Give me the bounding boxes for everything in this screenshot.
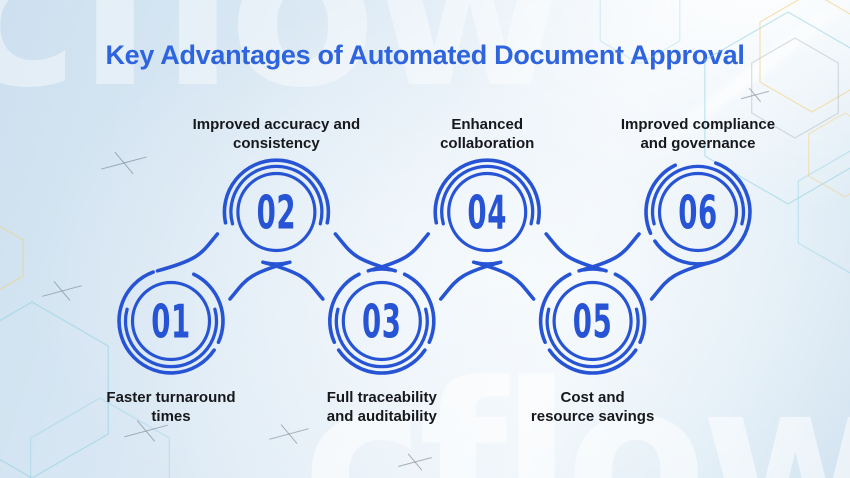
step-label-04: Enhanced collaboration: [367, 115, 607, 153]
sparkle-icon: [280, 424, 298, 444]
echo-ring-arc: [123, 307, 219, 369]
step-node-04: 04: [433, 158, 541, 266]
outer-ring-arc: [538, 272, 572, 344]
hexagon-decoration: [797, 150, 850, 274]
page-title: Key Advantages of Automated Document App…: [105, 40, 745, 70]
sparkle-icon: [114, 151, 134, 175]
hexagon-decoration: [599, 0, 681, 65]
hexagon-decoration: [808, 112, 850, 198]
step-label-line: and auditability: [326, 408, 437, 425]
step-label-06: Improved compliance and governance: [578, 115, 818, 153]
step-label-05: Cost and resource savings: [473, 388, 713, 426]
connector-curve: [649, 260, 714, 301]
step-label-line: Improved accuracy and: [192, 116, 361, 133]
step-label-01: Faster turnaround times: [51, 388, 291, 426]
step-node-01: 01: [117, 270, 225, 375]
connector-curve: [155, 232, 220, 273]
sparkle-icon: [53, 281, 71, 301]
hexagon-decoration: [751, 37, 839, 139]
step-label-line: Cost and: [560, 389, 625, 406]
step-label-line: and governance: [640, 135, 756, 152]
step-label-line: Full traceability: [326, 389, 437, 406]
connector-curve: [471, 260, 536, 301]
inner-circle: [130, 280, 212, 362]
outer-ring-arc: [402, 272, 436, 344]
step-node-06: 06: [644, 161, 752, 266]
echo-ring-arc: [229, 164, 324, 226]
step-label-line: collaboration: [440, 135, 535, 152]
step-label-line: Enhanced: [451, 116, 524, 133]
sparkle-icon: [407, 453, 423, 471]
step-node-05: 05: [538, 267, 647, 375]
step-label-line: times: [151, 408, 191, 425]
step-number: 06: [678, 186, 718, 239]
step-number: 01: [151, 295, 191, 348]
echo-ring-arc: [440, 164, 535, 226]
step-label-03: Full traceability and auditability: [262, 388, 502, 426]
outer-ring-arc: [117, 270, 216, 375]
inner-circle: [447, 171, 528, 253]
step-number: 02: [257, 186, 297, 239]
hexagon-decoration: [704, 11, 850, 205]
connector-curve: [366, 232, 430, 273]
outer-ring-arc: [328, 272, 361, 344]
step-label-line: resource savings: [530, 408, 655, 425]
outer-ring-arc: [547, 348, 638, 375]
outer-ring-arc: [644, 163, 677, 235]
echo-ring-arc: [545, 307, 640, 369]
inner-circle: [657, 171, 739, 253]
outer-ring-arc: [222, 158, 331, 225]
step-number: 05: [573, 295, 613, 348]
hexagon-decoration: [759, 0, 850, 113]
outer-ring-arc: [192, 272, 225, 344]
step-label-line: Faster turnaround: [106, 389, 236, 406]
connector-curve: [577, 232, 641, 273]
step-label-line: consistency: [233, 135, 320, 152]
step-label-line: Improved compliance: [620, 116, 776, 133]
outer-ring-arc: [336, 348, 427, 375]
sparkle-icon: [137, 420, 155, 442]
step-number: 04: [467, 186, 507, 239]
hexagon-decoration: [0, 301, 109, 478]
outer-ring-arc: [653, 161, 752, 266]
step-number: 03: [362, 295, 402, 348]
hexagon-decoration: [30, 397, 170, 478]
inner-circle: [341, 280, 422, 362]
step-node-02: 02: [222, 158, 331, 266]
echo-ring-arc: [650, 164, 746, 226]
outer-ring-arc: [433, 158, 541, 225]
connector-curve: [261, 260, 325, 301]
inner-circle: [236, 171, 317, 253]
hexagon-decoration: [0, 225, 24, 291]
step-node-03: 03: [328, 267, 436, 375]
sparkle-icon: [749, 88, 761, 102]
step-label-02: Improved accuracy and consistency: [156, 115, 396, 153]
echo-ring-arc: [334, 307, 429, 369]
outer-ring-arc: [613, 272, 647, 344]
inner-circle: [552, 280, 633, 362]
